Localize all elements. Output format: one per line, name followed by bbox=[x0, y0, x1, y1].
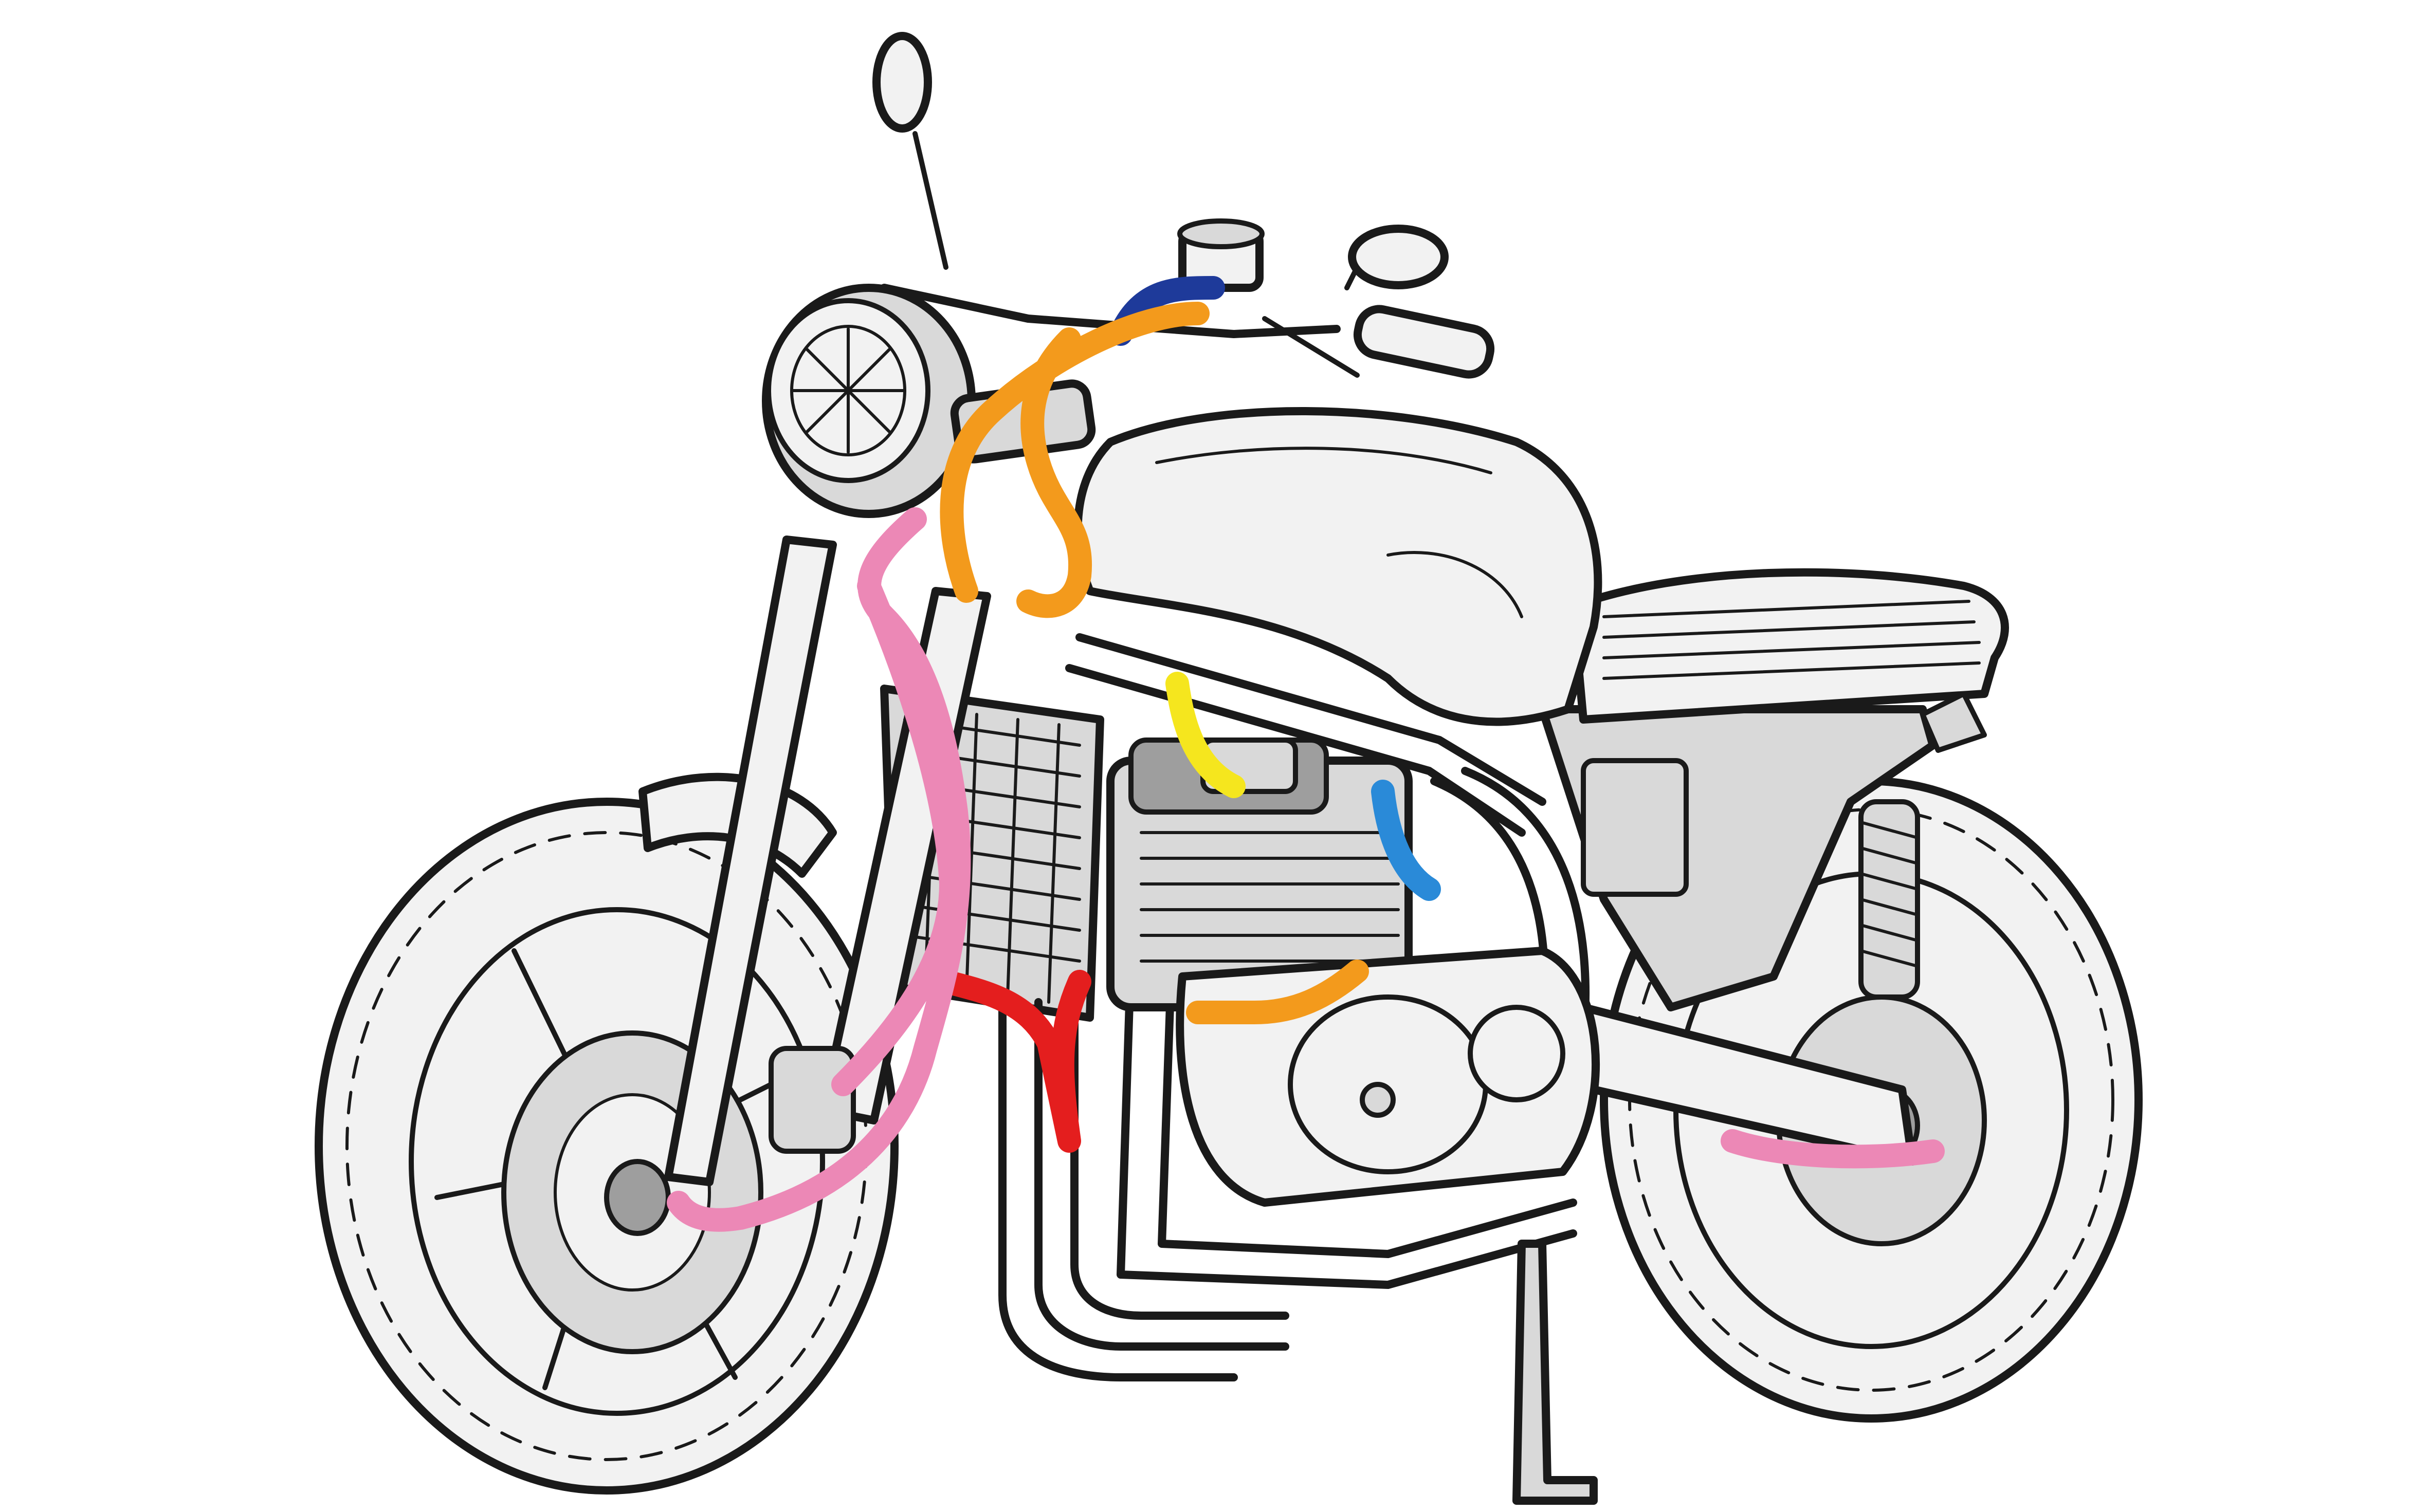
fuel-tank bbox=[1073, 407, 1602, 726]
left-mirror bbox=[872, 32, 948, 270]
front-hub bbox=[604, 1159, 671, 1236]
rear-brake-line bbox=[1721, 1129, 1945, 1169]
rear-fender bbox=[1920, 691, 1987, 753]
fuel-line bbox=[1165, 672, 1246, 798]
engine-cover-bolt bbox=[1360, 1082, 1396, 1118]
battery-box bbox=[1581, 758, 1689, 897]
brake-caliper bbox=[769, 1046, 856, 1154]
brake-lever bbox=[1262, 316, 1360, 378]
fork-leg-left bbox=[664, 536, 837, 1186]
rear-shock-absorber bbox=[1858, 799, 1920, 1000]
radiator-hose bbox=[934, 970, 1091, 1153]
seat bbox=[1569, 568, 2009, 753]
engine bbox=[1106, 737, 1689, 1207]
side-stand bbox=[1512, 1240, 1598, 1505]
vacuum-hose bbox=[1371, 780, 1441, 901]
front-brake-line bbox=[667, 507, 971, 1232]
right-mirror bbox=[1344, 225, 1449, 290]
exhaust-header-3 bbox=[998, 993, 1238, 1381]
highlighted-hoses bbox=[667, 276, 1945, 1232]
front-brake-hose bbox=[940, 302, 1210, 618]
exhaust-header-1 bbox=[1034, 998, 1289, 1351]
exhaust-header-2 bbox=[1070, 998, 1289, 1320]
alternator-cover bbox=[1468, 1005, 1565, 1102]
engine-cover bbox=[1288, 994, 1488, 1174]
headlight bbox=[762, 284, 976, 518]
right-grip bbox=[1353, 305, 1495, 379]
handlebar-assembly bbox=[872, 32, 1495, 464]
exhaust-heat-shield-line bbox=[1186, 960, 1369, 1024]
exhaust bbox=[998, 993, 1289, 1381]
